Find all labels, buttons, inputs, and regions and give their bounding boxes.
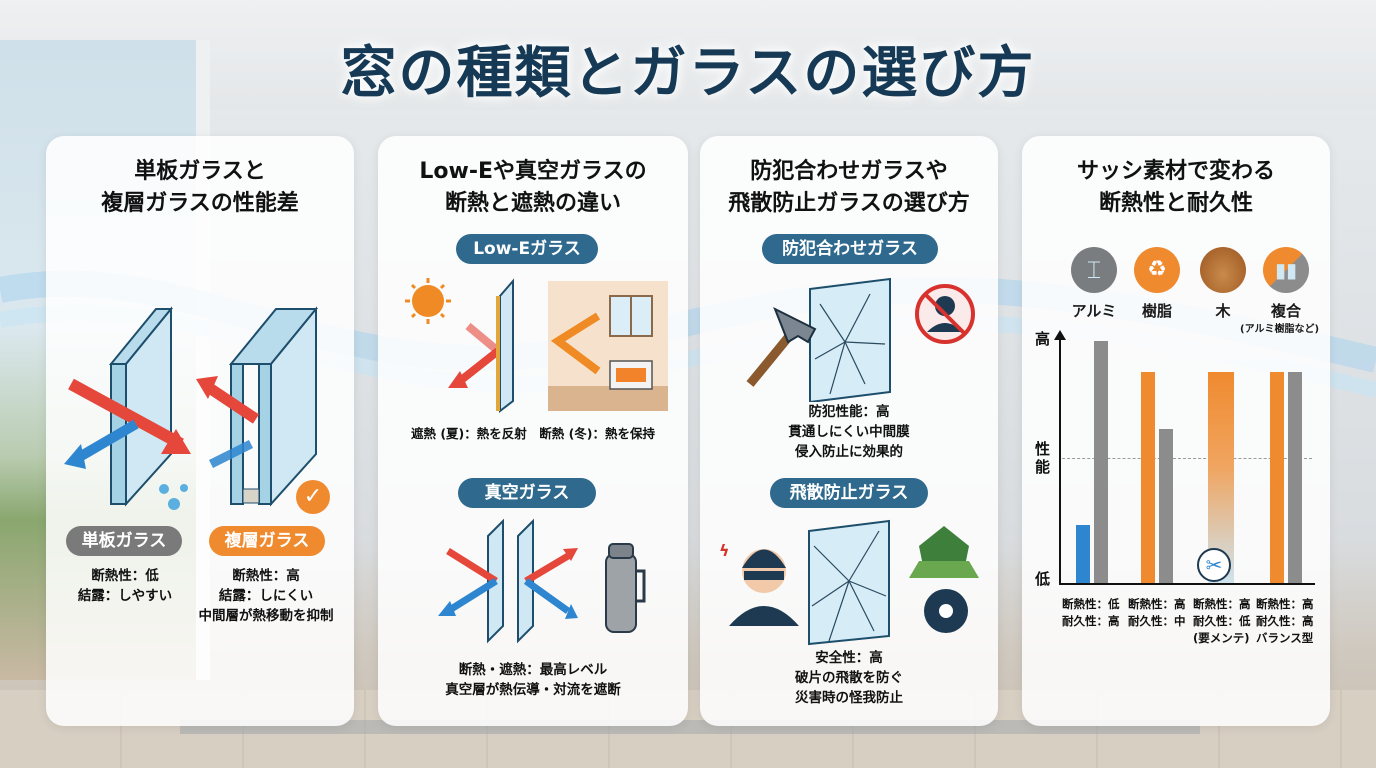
bar-aluminum-durability [1094,341,1108,583]
bar-wood-insulation [1208,372,1234,583]
shatterproof-glass-description: 安全性：高 破片の飛散を防ぐ 災害時の怪我防止 [795,650,903,706]
y-axis-low-label: 低 [1035,570,1051,588]
note-resin: 断熱性：高 耐久性：中 [1128,597,1186,628]
svg-text:ϟ: ϟ [719,541,730,560]
burglar-icon: ϟ [719,541,799,626]
thermos-icon [605,543,646,633]
sun-icon [405,278,451,324]
note-composite: 断熱性：高 耐久性：高 バランス型 [1256,597,1314,645]
background-ceiling [0,0,1376,110]
note-wood: 断熱性：高 耐久性：低 (要メンテ) [1193,597,1251,645]
panel-single-vs-double-glass: 単板ガラスと 複層ガラスの性能差 ✓ 単板ガラス 複層ガラス 断熱性：低 結露：… [46,136,354,726]
page-title: 窓の種類とガラスの選び方 [340,41,1036,106]
note-aluminum: 断熱性：低 耐久性：高 [1062,597,1120,628]
material-label-wood: 木 [1215,302,1231,320]
single-pane-glass-icon [64,306,191,510]
security-laminated-glass-badge: 防犯合わせガラス [762,234,938,264]
panel-security-glass: 防犯合わせガラスや 飛散防止ガラスの選び方 防犯合わせガラス 防犯性能：高 貫通… [700,136,998,726]
hammer-broken-glass-illustration [746,277,975,402]
single-glass-badge: 単板ガラス [66,526,182,556]
y-axis [1054,330,1066,584]
panel-title: Low-Eや真空ガラスの 断熱と遮熱の違い [419,159,647,216]
vacuum-glass-description: 断熱・遮熱：最高レベル 真空層が熱伝導・対流を遮断 [445,662,621,698]
bar-resin-insulation [1141,372,1155,583]
panel-lowe-vacuum-glass: Low-Eや真空ガラスの 断熱と遮熱の違い Low-Eガラス 遮熱 (夏)：熱を… [378,136,688,726]
resin-recycle-icon: ♻ [1134,247,1180,293]
no-burglar-icon [915,284,975,344]
lowe-glass-illustration [405,278,668,414]
aluminum-beam-icon: ⌶ [1071,247,1117,293]
lowe-glass-caption: 遮熱 (夏)：熱を反射 断熱 (冬)：熱を保持 [410,426,656,441]
bar-aluminum-insulation [1076,525,1090,583]
material-label-aluminum: アルミ [1071,302,1117,320]
composite-sublabel: (アルミ樹脂など) [1240,324,1320,335]
vacuum-glass-illustration [438,518,646,644]
earthquake-house-icon [909,526,979,578]
security-glass-description: 防犯性能：高 貫通しにくい中間膜 侵入防止に効果的 [788,404,910,460]
double-glass-description: 断熱性：高 結露：しにくい 中間層が熱移動を抑制 [198,568,334,624]
bar-composite-durability [1288,372,1302,583]
panel-title: 防犯合わせガラスや 飛散防止ガラスの選び方 [728,159,970,216]
y-axis-performance-label: 性能 [1035,440,1051,476]
midline-gridline [1062,458,1312,459]
material-label-composite: 複合 [1270,302,1301,320]
maintenance-tools-icon: ✂ [1197,548,1231,582]
bar-composite-insulation [1270,372,1284,583]
shatterproof-glass-illustration: ϟ [719,519,979,646]
double-glass-badge: 複層ガラス [209,526,325,556]
typhoon-icon [924,589,968,633]
panel-title: サッシ素材で変わる 断熱性と耐久性 [1076,159,1275,216]
check-icon: ✓ [296,480,330,514]
material-label-resin: 樹脂 [1141,302,1172,320]
lowe-glass-badge: Low-Eガラス [456,234,598,264]
double-pane-glass-icon [196,306,319,507]
panel-title: 単板ガラスと 複層ガラスの性能差 [101,159,299,216]
y-axis-high-label: 高 [1035,330,1051,348]
vacuum-glass-badge: 真空ガラス [458,478,596,508]
x-axis [1059,583,1315,585]
composite-icon: ▮▮ [1263,247,1309,293]
wood-grain-icon [1200,247,1246,293]
single-glass-description: 断熱性：低 結露：しやすい [77,568,173,604]
hammer-icon [746,306,817,387]
shatterproof-glass-badge: 飛散防止ガラス [770,478,928,508]
bar-resin-durability [1159,429,1173,583]
